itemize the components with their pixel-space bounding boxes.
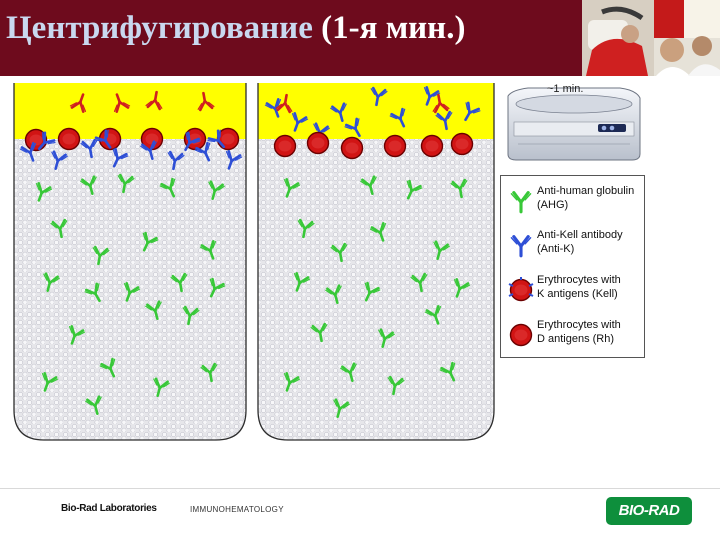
header-bar: Центрифугирование (1-я мин.): [0, 0, 720, 76]
rh-erythrocyte: [450, 132, 474, 156]
supernatant-left: [14, 83, 246, 139]
centrifuge-icon: [507, 87, 641, 161]
legend-ahg-line2: (AHG): [537, 199, 569, 211]
gel-column-left: [14, 139, 246, 440]
blue-antibody-icon: [509, 235, 533, 258]
kell-erythrocyte: [57, 127, 81, 151]
footer-divider: [0, 488, 720, 489]
footer-company: Bio-Rad Laboratories: [61, 503, 157, 514]
rh-erythrocyte: [340, 136, 364, 160]
legend: Anti-human globulin (AHG) Anti-Kell antib…: [500, 175, 645, 358]
title-rest: (1-я мин.): [312, 10, 466, 46]
legend-anti-k-line2: (Anti-K): [537, 243, 575, 255]
legend-rh-line2: D antigens (Rh): [537, 333, 615, 345]
red-cell-icon: [509, 323, 533, 347]
microtube-left: [13, 83, 247, 441]
lab-photo-1: [582, 0, 654, 76]
title-main: Центрифугирование: [6, 10, 313, 46]
centrifuge-time-label: ~1 min.: [547, 83, 584, 95]
green-antibody-icon: [509, 191, 533, 214]
legend-kell-line2: K antigens (Kell): [537, 288, 618, 300]
lab-photo-2: [654, 0, 720, 76]
rh-erythrocyte: [306, 131, 330, 155]
legend-kell-line1: Erythrocytes with: [537, 274, 621, 286]
rh-erythrocyte: [383, 134, 407, 158]
page-title: Центрифугирование (1-я мин.): [6, 10, 465, 47]
footer-division: IMMUNOHEMATOLOGY: [190, 505, 284, 514]
bio-rad-logo: BIO-RAD: [606, 497, 692, 525]
rh-erythrocyte: [420, 134, 444, 158]
legend-anti-k-line1: Anti-Kell antibody: [537, 229, 623, 241]
centrifugation-diagram: [13, 83, 641, 441]
legend-rh-line1: Erythrocytes with: [537, 319, 621, 331]
rh-erythrocyte: [273, 134, 297, 158]
legend-ahg-line1: Anti-human globulin: [537, 185, 635, 197]
red-cell-blue-antigen-icon: [508, 277, 534, 302]
